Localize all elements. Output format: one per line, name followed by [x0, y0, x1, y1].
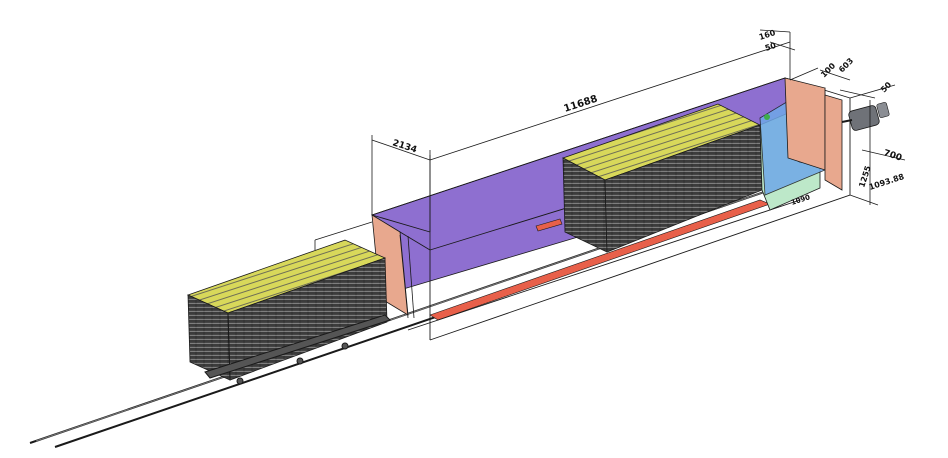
- heater-strip-upper: [535, 218, 563, 232]
- dimension-door-opening: [371, 135, 431, 232]
- dimension-label-top-b: 50: [764, 41, 778, 53]
- fan-motor-green: [764, 114, 770, 120]
- dimension-label-side-value: 1093.88: [868, 172, 906, 192]
- dimension-end-group: [759, 29, 906, 206]
- dimension-label-end-a: 100: [819, 61, 837, 79]
- lumber-stack-front: [186, 239, 388, 381]
- rear-end-panel-outer: [824, 94, 843, 191]
- dimension-label-end-c: 50: [879, 80, 894, 95]
- dimension-label-door: 2134: [391, 138, 418, 155]
- drive-motor: [841, 102, 890, 131]
- dimension-label-end-b: 603: [837, 56, 855, 74]
- dimension-label-fan-offset: 700: [882, 148, 903, 163]
- wagon-front: [204, 314, 391, 385]
- lumber-stack-rear: [561, 103, 763, 253]
- dimension-label-length: 11688: [563, 94, 600, 115]
- rear-end-panel: [784, 77, 826, 171]
